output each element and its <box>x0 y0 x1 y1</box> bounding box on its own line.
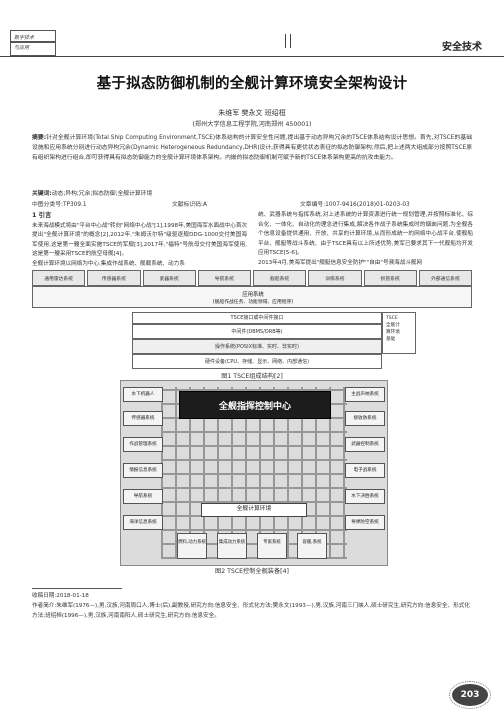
keywords: 关键词:动态;异构;冗余;拟态防御;全舰计算环境 <box>32 188 472 197</box>
bottom-system-box: 燃料,动力系统 <box>177 533 207 559</box>
keywords-label: 关键词: <box>32 191 52 197</box>
subsystem-box: 导航系统 <box>197 270 251 286</box>
abstract: 摘要:针对全舰计算环境(Total Ship Computing Environ… <box>32 133 472 164</box>
journal-logo: 数字技术 与应用 <box>10 30 56 56</box>
application-system-title: 应用系统 <box>242 292 264 298</box>
subsystem-row: 通用雷达系统 传感器系统 武器系统 导航系统 舰船系统 训练系统 损管系统 外部… <box>32 270 472 286</box>
received-date: 收稿日期:2018-01-18 <box>32 593 89 599</box>
right-system-box: 武器控制系统 <box>345 437 385 452</box>
abstract-text: 针对全舰计算环境(Total Ship Computing Environmen… <box>32 135 472 162</box>
figure2-caption: 图2 TSCE控制全舰装备[4] <box>215 568 289 575</box>
doc-code: 文献标识码:A <box>172 202 207 208</box>
right-system-box: 接收防系统 <box>345 411 385 426</box>
page-header: 数字技术 与应用 安全技术 <box>0 0 504 60</box>
header-divider <box>285 34 286 48</box>
figure-tsce-structure: 通用雷达系统 传感器系统 武器系统 导航系统 舰船系统 训练系统 损管系统 外部… <box>32 270 472 378</box>
footnote-rule <box>32 588 122 589</box>
bottom-system-box: 集成动力系统 <box>217 533 247 559</box>
left-system-box: 导航系统 <box>123 489 163 504</box>
left-system-box: 作战管理系统 <box>123 437 163 452</box>
header-rule <box>0 56 504 57</box>
intro-right-column: 统、武器系统与指挥系统,对上述系统的计算资源进行统一规划管理,并按照标准化、综合… <box>258 211 473 269</box>
author-bio: 作者简介:朱维军(1976—),男,汉族,河南周口人,博士(后),副教授,研究方… <box>32 603 470 619</box>
side-label-line: 基础 <box>386 337 396 342</box>
keywords-text: 动态;异构;冗余;拟态防御;全舰计算环境 <box>51 191 153 197</box>
bottom-system-box: 专家系统 <box>257 533 287 559</box>
left-system-box: 情报信息系统 <box>123 463 163 478</box>
intro-paragraph: 2013年4月,美海军提出"舰艇信息安全防护""自由"号濒海战斗舰网 <box>258 259 423 266</box>
right-system-box: 电子战系统 <box>345 463 385 478</box>
tsce-side-label: TSCE 全舰计 算环境 基础 <box>382 312 416 354</box>
header-divider <box>290 34 291 48</box>
subsystem-box: 武器系统 <box>142 270 196 286</box>
left-system-box: 水下机器人 <box>123 387 163 402</box>
subsystem-box: 外部通信系统 <box>418 270 472 286</box>
side-label-line: 全舰计 <box>386 323 400 328</box>
section-label: 安全技术 <box>442 42 482 53</box>
subsystem-box: 损管系统 <box>363 270 417 286</box>
layer-middleware: 中间件(DBMS/ORB等) <box>132 324 382 339</box>
page-badge-ring <box>449 681 491 709</box>
intro-paragraph: 未来海战模式将由"平台中心战"转向"网络中心战"[1],1998年,美国海军水面… <box>32 222 248 258</box>
clc-number: 中图分类号:TP309.1 <box>32 202 87 208</box>
article-id: 文章编号:1007-9416(2018)01-0203-03 <box>300 202 410 208</box>
right-system-box: 水下决胜系统 <box>345 489 385 504</box>
side-label-line: 算环境 <box>386 330 400 335</box>
subsystem-box: 传感器系统 <box>87 270 141 286</box>
application-system-box: 应用系统 (舰船作战任务、功能领域、应用程序) <box>32 286 472 308</box>
subsystem-box: 舰船系统 <box>253 270 307 286</box>
paper-authors: 朱维军 樊永文 班绍桓 <box>218 109 286 117</box>
right-system-box: 主战声纳系统 <box>345 387 385 402</box>
subsystem-box: 通用雷达系统 <box>32 270 86 286</box>
subsystem-box: 训练系统 <box>308 270 362 286</box>
section-heading: 1 引言 <box>32 211 52 219</box>
bottom-system-box: 容舰,系统 <box>297 533 327 559</box>
layer-os: 操作系统(POSIX标准、实时、非实时) <box>132 339 382 354</box>
logo-bottom-text: 与应用 <box>14 45 30 51</box>
command-center-box: 全舰指挥控制中心 <box>179 391 331 419</box>
intro-paragraph: 全舰计算环境以网络为中心,集成作战系统、舰载系统、动力系 <box>32 260 185 267</box>
right-system-box: 导弹防空系统 <box>345 515 385 530</box>
application-system-sub: (舰船作战任务、功能领域、应用程序) <box>212 300 294 305</box>
left-system-box: 海洋信息系统 <box>123 515 163 530</box>
logo-top-text: 数字技术 <box>14 35 35 41</box>
computing-environment-box: 全舰计算环境 <box>201 503 307 517</box>
intro-paragraph: 统、武器系统与指挥系统,对上述系统的计算资源进行统一规划管理,并按照标准化、综合… <box>258 212 473 257</box>
intro-left-column: 1 引言 未来海战模式将由"平台中心战"转向"网络中心战"[1],1998年,美… <box>32 211 247 270</box>
side-label-line: TSCE <box>386 316 398 321</box>
figure1-caption: 图1 TSCE组成结构[2] <box>221 373 283 380</box>
page-number-badge: 203 <box>449 681 491 709</box>
layer-interface: TSCE接口或中间件接口 <box>132 312 382 324</box>
abstract-label: 摘要: <box>32 135 47 141</box>
figure-tsce-control: 全舰指挥控制中心 全舰计算环境 水下机器人 传感器系统 作战管理系统 情报信息系… <box>120 380 388 566</box>
paper-affiliation: (郑州大学信息工程学院,河南郑州 450001) <box>192 121 312 128</box>
left-system-box: 传感器系统 <box>123 411 163 426</box>
paper-title: 基于拟态防御机制的全舰计算环境安全架构设计 <box>96 76 408 92</box>
layer-hardware: 硬件设备(CPU、存储、显示、网络、内部通信) <box>132 354 382 369</box>
